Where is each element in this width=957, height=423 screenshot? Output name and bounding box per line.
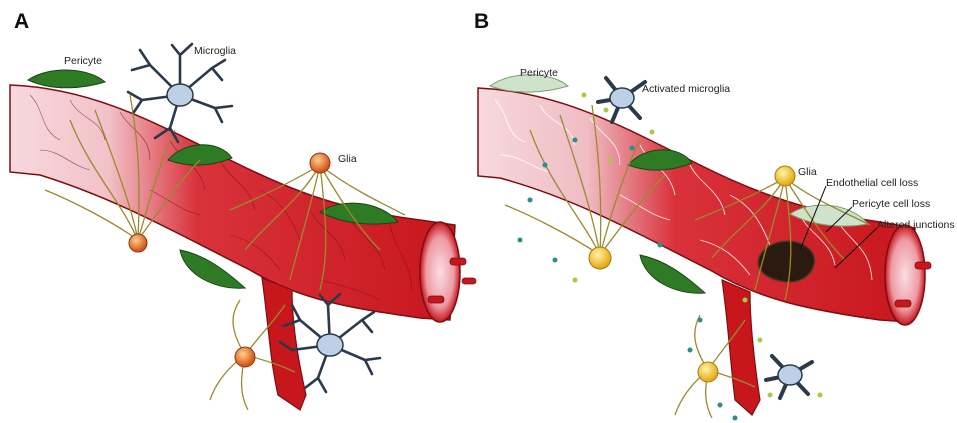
- panel-b-rbc: [895, 300, 911, 307]
- panel-a-glia: [235, 347, 255, 367]
- panel-b-rbc: [915, 262, 931, 269]
- panel-a-label-pericyte: Pericyte: [64, 55, 102, 67]
- panel-a-label-microglia: Microglia: [194, 45, 236, 57]
- panel-a-glia: [129, 234, 147, 252]
- panel-a-label-glia: Glia: [338, 153, 357, 165]
- panel-b-glia: [589, 247, 611, 269]
- panel-b-label-pericyte-loss: Pericyte cell loss: [852, 198, 930, 210]
- panel-b-lumen: [885, 225, 925, 325]
- panel-b: B: [474, 10, 955, 421]
- panel-b-glia: [775, 166, 795, 186]
- panel-a-pericyte: [28, 70, 105, 88]
- panel-b-activated-microglia: [766, 356, 812, 398]
- panel-a-glia: [310, 153, 330, 173]
- panel-a-lumen: [420, 222, 460, 322]
- panel-b-label-glia: Glia: [798, 166, 817, 178]
- panel-b-activated-microglia: [598, 78, 645, 122]
- panel-a-letter: A: [14, 10, 29, 33]
- panel-b-label-activated-microglia: Activated microglia: [642, 83, 730, 95]
- panel-b-label-altered-junctions: Altered junctions: [877, 219, 955, 231]
- panel-b-label-pericyte: Pericyte: [520, 67, 558, 79]
- panel-b-glia: [698, 362, 718, 382]
- panel-b-branch: [722, 280, 760, 415]
- panel-b-letter: B: [474, 10, 489, 33]
- panel-b-label-endothelial-loss: Endothelial cell loss: [826, 177, 918, 189]
- panel-a: A: [10, 10, 476, 410]
- panel-a-rbc: [428, 296, 444, 303]
- panel-a-rbc: [462, 278, 476, 284]
- panel-a-rbc: [450, 258, 466, 265]
